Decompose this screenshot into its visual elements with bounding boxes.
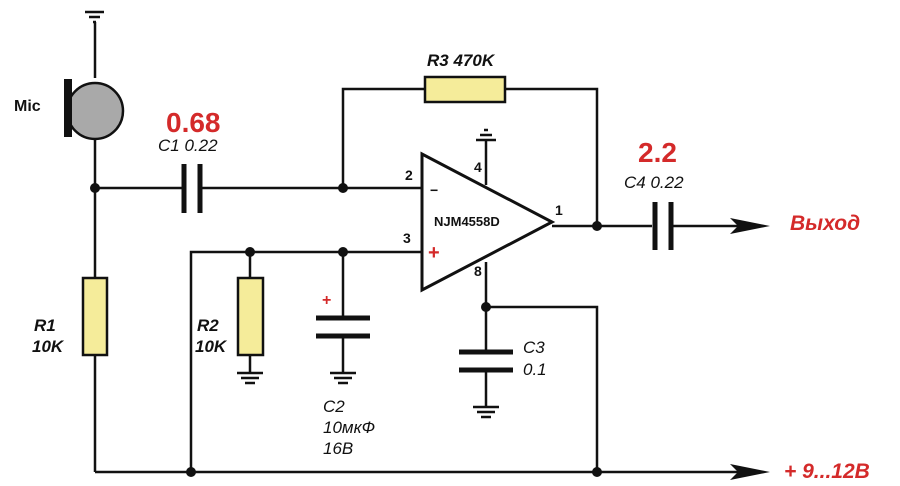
c2-value-2: 16В [323, 439, 353, 458]
resistor-r3 [423, 75, 507, 104]
r3-label: R3 470K [427, 51, 496, 70]
c1-label: C1 0.22 [158, 136, 218, 155]
arrow-output [730, 218, 770, 234]
ground-symbol-r2 [237, 355, 263, 385]
junction-output [592, 221, 602, 231]
c2-name: C2 [323, 397, 345, 416]
arrow-supply [730, 464, 770, 480]
wire-pin8-to-rail [486, 305, 599, 472]
ground-symbol-top [85, 10, 104, 78]
opamp-triangle [420, 151, 556, 293]
c3-value: 0.1 [523, 360, 547, 379]
pin-8-label: 8 [474, 263, 482, 279]
plus-sign: + [428, 242, 440, 264]
microphone [64, 79, 125, 141]
resistor-r2 [236, 276, 265, 357]
ground-symbol-c3 [473, 372, 499, 419]
junction-rail-right [592, 467, 602, 477]
c4-new-value: 2.2 [638, 137, 677, 168]
r2-name: R2 [197, 316, 219, 335]
c4-label: C4 0.22 [624, 173, 684, 192]
r1-value: 10K [32, 337, 65, 356]
pin-3-label: 3 [403, 230, 411, 246]
ground-symbol-pin4 [476, 128, 496, 185]
pin-2-label: 2 [405, 167, 413, 183]
r1-name: R1 [34, 316, 56, 335]
c1-new-value: 0.68 [166, 107, 221, 138]
wire-feedback-right [505, 87, 599, 226]
chip-label: NJM4558D [434, 214, 500, 229]
pin-1-label: 1 [555, 202, 563, 218]
mic-label: Mic [14, 98, 41, 115]
ground-symbol-c2 [330, 338, 356, 385]
c3-name: C3 [523, 338, 545, 357]
c2-polarity-sign: + [322, 292, 331, 309]
r2-value: 10K [195, 337, 228, 356]
supply-label: + 9...12В [784, 460, 870, 483]
output-label: Выход [790, 212, 860, 235]
c2-value-1: 10мкФ [323, 418, 375, 437]
wire-feedback-left [341, 87, 425, 188]
resistor-r1 [81, 276, 109, 357]
minus-sign: − [430, 182, 438, 198]
pin-4-label: 4 [474, 159, 482, 175]
wire-noninverting [189, 250, 422, 472]
